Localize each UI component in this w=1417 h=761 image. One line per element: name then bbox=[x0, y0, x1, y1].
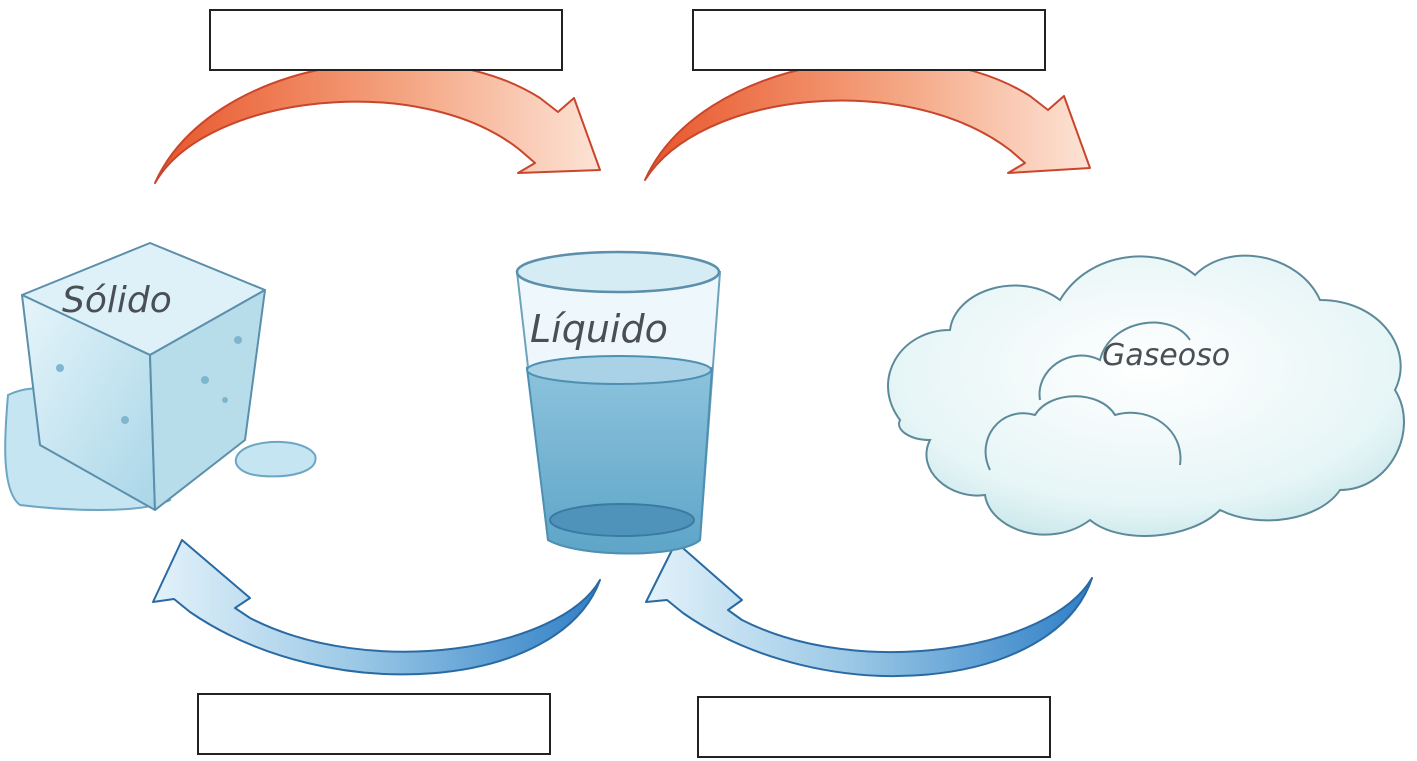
cloud bbox=[887, 254, 1405, 537]
label-gas: Gaseoso bbox=[1102, 338, 1230, 373]
answer-box-evaporation[interactable] bbox=[692, 9, 1046, 71]
arrow-gas-to-liquid bbox=[645, 541, 1093, 678]
answer-box-condensation[interactable] bbox=[697, 696, 1051, 758]
arrow-solid-to-liquid bbox=[154, 60, 601, 184]
ice-cube bbox=[4, 242, 317, 511]
answer-box-melting[interactable] bbox=[209, 9, 563, 71]
answer-box-solidification[interactable] bbox=[197, 693, 551, 755]
arrow-liquid-to-solid bbox=[152, 539, 601, 676]
label-liquid: Líquido bbox=[530, 307, 668, 351]
arrow-liquid-to-gas bbox=[644, 58, 1091, 181]
label-solid: Sólido bbox=[62, 280, 172, 321]
small-puddle bbox=[234, 440, 317, 478]
water-glass bbox=[515, 250, 722, 555]
